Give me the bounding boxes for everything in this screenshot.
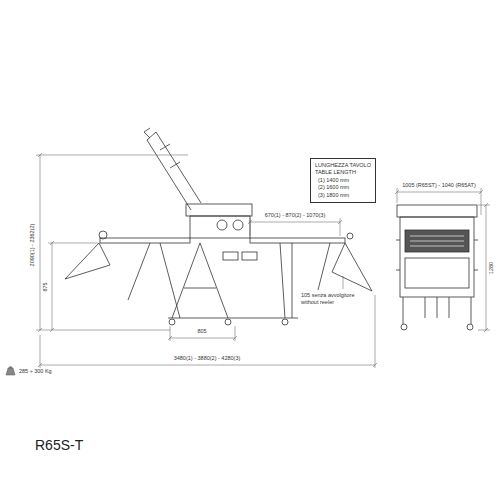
wheel [169, 319, 175, 325]
dimension-lines [36, 153, 490, 368]
width-dim [395, 188, 483, 215]
left-cloth [65, 243, 110, 279]
dimension: 875 [43, 281, 49, 292]
reeler [99, 231, 107, 239]
box-heading: TABLE LENGTH [315, 169, 371, 176]
height-dim [36, 153, 188, 332]
roller [217, 220, 227, 230]
roller [233, 220, 243, 230]
front-height-dim [478, 203, 490, 332]
wheel [401, 324, 407, 330]
right-leg [280, 243, 330, 318]
left-leg [128, 243, 180, 318]
weight: 285 ÷ 300 Kg [18, 369, 53, 375]
base-bar [168, 318, 298, 319]
box-heading: LUNGHEZZA TAVOLO [315, 162, 371, 169]
hand-wheel [347, 233, 353, 239]
wheel [467, 324, 473, 330]
reeler-leader [343, 276, 344, 289]
raised-table-detail [144, 128, 180, 168]
front-panel [405, 258, 469, 288]
left-table [100, 238, 190, 243]
base-dim [168, 326, 237, 341]
front-legs [403, 297, 471, 324]
right-cloth [332, 243, 372, 291]
front-head [397, 205, 477, 217]
raised-table [147, 132, 201, 210]
front-view [396, 205, 478, 330]
dimension: 3480(1) - 3880(2) - 4280(3) [173, 356, 242, 362]
dimension: 670(1) - 870(2) - 1070(3) [264, 213, 327, 219]
wheel [282, 319, 288, 325]
dimension: 2090(1) - 2362(2) [30, 223, 36, 268]
roller-band [405, 230, 469, 252]
dimension: 805 [196, 329, 207, 335]
note: 105 senza avvolgitore [300, 293, 356, 299]
handles [396, 240, 478, 270]
front-body [400, 217, 474, 297]
weight-icon [6, 367, 15, 376]
machine-head [186, 204, 252, 216]
flour-tray [242, 252, 257, 260]
right-table [250, 238, 345, 243]
box-entry: (1) 1400 mm [315, 177, 371, 184]
machine-body [190, 216, 250, 238]
a-frame [172, 243, 228, 318]
flour-tray [223, 252, 238, 260]
wheel [225, 319, 231, 325]
box-entry: (3) 1800 mm [315, 192, 371, 199]
model-name: R65S-T [35, 437, 83, 453]
table-height-dim [48, 241, 98, 332]
table-length-dim [248, 218, 342, 236]
roller-lines [410, 236, 464, 246]
length-dim [38, 295, 377, 368]
note: without reeler [300, 300, 335, 306]
dimension: 1005 (R65ST) - 1040 (R65AT) [401, 183, 477, 189]
box-entry: (2) 1600 mm [315, 184, 371, 191]
dimension: 1280 [489, 261, 495, 275]
table-length-box: LUNGHEZZA TAVOLOTABLE LENGTH(1) 1400 mm(… [310, 158, 376, 203]
